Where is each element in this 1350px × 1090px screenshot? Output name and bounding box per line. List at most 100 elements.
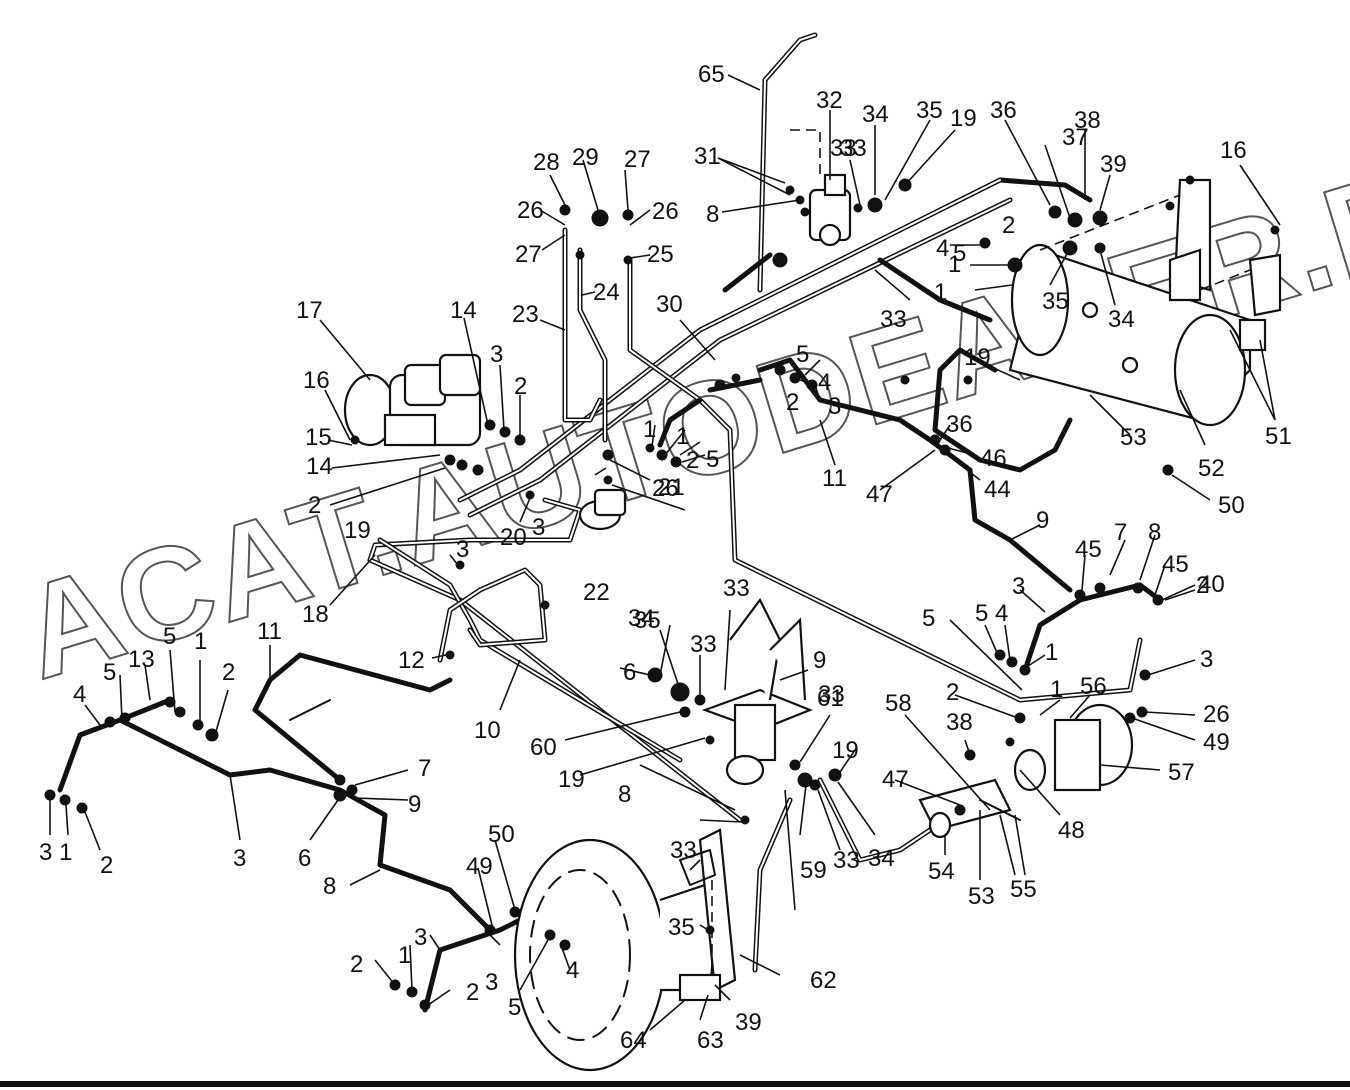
callout-number: 1 <box>59 839 72 866</box>
callout-number: 53 <box>968 883 995 910</box>
callout-number: 19 <box>344 517 371 544</box>
callout-number: 5 <box>975 600 988 627</box>
callout-number: 8 <box>1148 519 1161 546</box>
callout-number: 36 <box>946 411 973 438</box>
callout-number: 19 <box>964 344 991 371</box>
callout-number: 8 <box>706 201 719 228</box>
callout-number: 5 <box>953 240 966 267</box>
callout-number: 39 <box>735 1009 762 1036</box>
callout-number: 2 <box>222 659 235 686</box>
callout-number: 38 <box>946 709 973 736</box>
callout-number: 18 <box>302 601 329 628</box>
callout-number: 20 <box>500 524 527 551</box>
callout-number: 1 <box>934 279 947 306</box>
callout-number: 21 <box>658 474 685 501</box>
callout-number: 3 <box>485 969 498 996</box>
callout-number: 13 <box>128 646 155 673</box>
callout-number: 9 <box>1036 507 1049 534</box>
callout-number: 4 <box>73 681 86 708</box>
callout-number: 11 <box>257 618 282 645</box>
callout-number: 53 <box>1120 424 1147 451</box>
callout-number: 30 <box>656 291 683 318</box>
callout-number: 9 <box>408 791 421 818</box>
callout-number: 4 <box>936 235 949 262</box>
callout-number: 52 <box>1198 455 1225 482</box>
components <box>44 32 1282 1072</box>
callout-number: 24 <box>593 279 620 306</box>
leader-lines <box>49 74 1281 1031</box>
callout-number: 5 <box>706 446 719 473</box>
callout-number: 33 <box>690 631 717 658</box>
callout-number: 34 <box>628 605 655 632</box>
callout-number: 29 <box>572 144 599 171</box>
bracket-52 <box>918 778 1021 839</box>
callout-number: 3 <box>490 341 503 368</box>
callout-number: 2 <box>1196 572 1209 599</box>
callout-number: 6 <box>298 845 311 872</box>
callout-number: 45 <box>1075 536 1102 563</box>
callout-number: 16 <box>303 367 330 394</box>
callout-number: 1 <box>194 628 207 655</box>
callout-number: 47 <box>866 481 893 508</box>
callout-number: 48 <box>1058 817 1085 844</box>
callout-number: 8 <box>618 781 631 808</box>
callout-number: 33 <box>830 135 857 162</box>
callout-number: 1 <box>1045 639 1058 666</box>
callout-number: 9 <box>813 647 826 674</box>
callout-number: 3 <box>1200 646 1213 673</box>
callout-number: 26 <box>517 197 544 224</box>
callout-number: 54 <box>928 858 955 885</box>
callout-number: 1 <box>948 251 961 278</box>
callout-number: 5 <box>508 994 521 1021</box>
callout-number: 7 <box>1114 519 1127 546</box>
callout-number: 11 <box>822 465 847 492</box>
callout-number: 51 <box>1265 423 1292 450</box>
callout-number: 47 <box>882 766 909 793</box>
callout-number: 37 <box>1062 124 1089 151</box>
callout-number: 34 <box>862 101 889 128</box>
callout-number: 27 <box>624 146 651 173</box>
callout-number: 44 <box>984 476 1011 503</box>
pipe-network <box>57 177 1163 1013</box>
callout-number: 34 <box>1108 306 1135 333</box>
callout-number: 2 <box>514 373 527 400</box>
valve-32 <box>790 129 852 247</box>
callout-number: 14 <box>306 453 333 480</box>
callout-number: 64 <box>620 1027 647 1054</box>
callout-number: 2 <box>786 389 799 416</box>
callout-number: 45 <box>1162 551 1189 578</box>
callout-number: 50 <box>488 821 515 848</box>
callout-number: 14 <box>450 297 477 324</box>
brake-chamber-48 <box>1013 703 1134 792</box>
callout-number: 60 <box>530 734 557 761</box>
callout-number: 1 <box>398 942 411 969</box>
callout-number: 35 <box>634 607 661 634</box>
callout-number: 40 <box>1198 571 1225 598</box>
callout-number: 49 <box>1203 729 1230 756</box>
callout-number: 1 <box>1050 676 1063 703</box>
callout-number: 56 <box>1080 673 1107 700</box>
mount-plate-63 <box>678 828 737 1002</box>
callout-number: 19 <box>558 766 585 793</box>
callout-number: 3 <box>828 393 841 420</box>
callout-number: 2 <box>308 492 321 519</box>
callout-number: 7 <box>418 755 431 782</box>
callout-number: 55 <box>1010 876 1037 903</box>
callout-number: 31 <box>694 143 721 170</box>
callout-number: 19 <box>950 105 977 132</box>
callout-number: 39 <box>1100 151 1127 178</box>
callout-number: 3 <box>1012 573 1025 600</box>
callout-number: 33 <box>818 681 845 708</box>
callout-number: 26 <box>652 475 679 502</box>
callout-number: 8 <box>323 873 336 900</box>
callout-number: 4 <box>566 957 579 984</box>
air-reservoir <box>1008 243 1252 476</box>
callout-number: 1 <box>643 416 656 443</box>
callout-number: 3 <box>233 845 246 872</box>
callout-number: 33 <box>880 306 907 333</box>
callout-number: 2 <box>1002 212 1015 239</box>
callout-number: 15 <box>305 424 332 451</box>
callout-number: 3 <box>532 514 545 541</box>
